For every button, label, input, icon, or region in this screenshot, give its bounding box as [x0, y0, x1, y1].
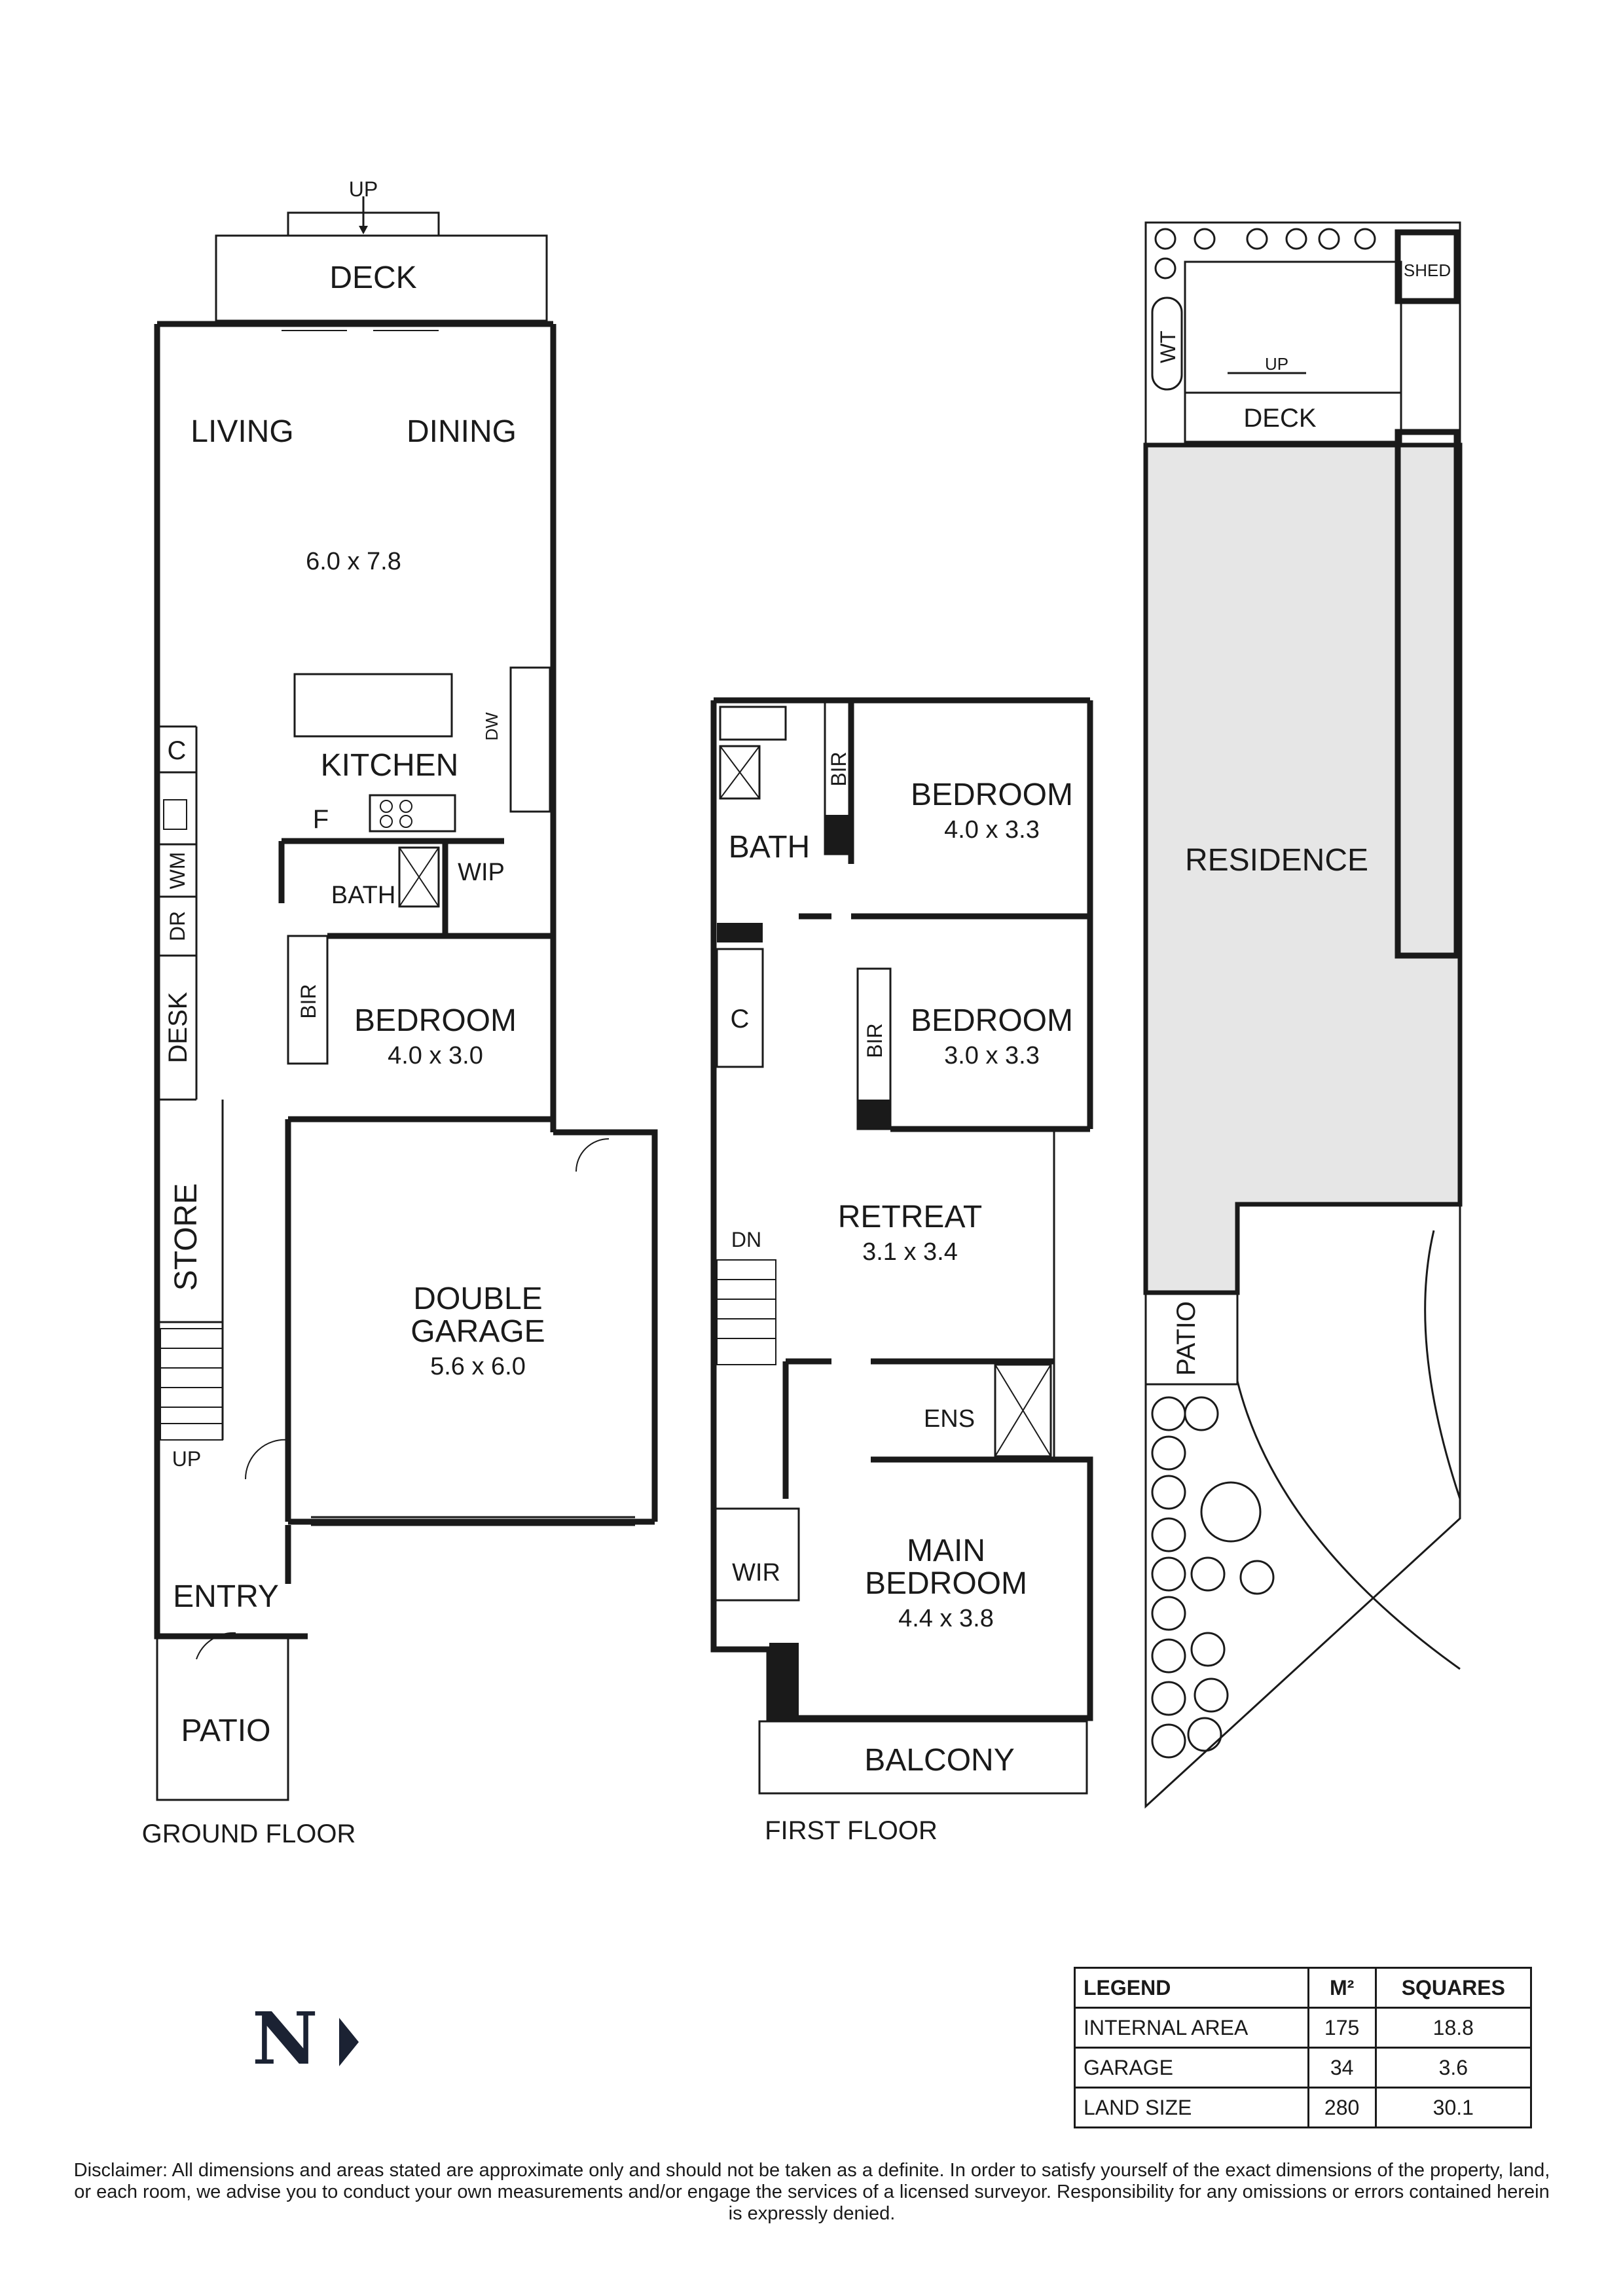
legend-row-squares: 3.6 — [1374, 2047, 1533, 2089]
stairs-first — [716, 1259, 776, 1365]
legend-header-m2: M² — [1307, 1967, 1377, 2009]
ground-bath-label: BATH — [331, 882, 396, 909]
first-floor — [710, 697, 1093, 1795]
first-bath-label: BATH — [729, 830, 810, 865]
first-dn-label: DN — [731, 1228, 761, 1251]
first-bedroom2-dimensions: 3.0 x 3.3 — [944, 1042, 1040, 1069]
ground-patio-label: PATIO — [181, 1713, 271, 1748]
desk-label: DESK — [164, 992, 192, 1063]
ground-up-deck-label: UP — [349, 177, 378, 201]
legend-row-label: LAND SIZE — [1074, 2087, 1309, 2128]
dining-label: DINING — [407, 414, 517, 449]
first-floor-title: FIRST FLOOR — [765, 1816, 938, 1845]
legend-header: LEGEND — [1074, 1967, 1309, 2009]
living-label: LIVING — [191, 414, 293, 449]
disclaimer-text: Disclaimer: All dimensions and areas sta… — [73, 2160, 1550, 2224]
wir-label: WIR — [732, 1559, 780, 1587]
first-bir1-label: BIR — [827, 751, 850, 786]
wip-label: WIP — [458, 859, 505, 886]
garage-label-line2: GARAGE — [410, 1314, 545, 1349]
legend-row: INTERNAL AREA 175 18.8 — [1074, 2007, 1533, 2049]
garage-label-line1: DOUBLE — [413, 1282, 542, 1316]
legend-row-m2: 34 — [1307, 2047, 1377, 2089]
main-bedroom-label-line1: MAIN — [907, 1534, 985, 1568]
ground-up-stairs-label: UP — [172, 1447, 201, 1471]
kitchen-label: KITCHEN — [321, 748, 459, 783]
shed-label: SHED — [1404, 260, 1451, 280]
cooktop — [369, 794, 456, 833]
legend-header-row: LEGEND M² SQUARES — [1074, 1967, 1533, 2009]
first-bedroom1-label: BEDROOM — [911, 778, 1073, 812]
washing-machine-label: WM — [166, 852, 189, 889]
first-bedroom1-dimensions: 4.0 x 3.3 — [944, 816, 1040, 844]
legend-row-squares: 18.8 — [1374, 2007, 1533, 2049]
ground-bedroom-label: BEDROOM — [354, 1003, 517, 1038]
legend-row: GARAGE 34 3.6 — [1074, 2047, 1533, 2089]
main-bedroom-label-line2: BEDROOM — [865, 1566, 1027, 1601]
water-tank-label: WT — [1156, 331, 1180, 363]
labels: UP DECK LIVING DINING 6.0 x 7.8 KITCHEN … — [142, 177, 1451, 1848]
dryer-label: DR — [166, 911, 189, 941]
legend-row-squares: 30.1 — [1374, 2087, 1533, 2128]
kitchen-island — [293, 673, 453, 738]
ensuite-label: ENS — [924, 1405, 975, 1433]
ground-deck-label: DECK — [329, 260, 416, 295]
garage-dimensions: 5.6 x 6.0 — [430, 1353, 526, 1380]
ground-bir-label: BIR — [297, 984, 320, 1018]
entry-label: ENTRY — [173, 1579, 279, 1614]
north-indicator: N — [252, 1996, 318, 2081]
residence-label: RESIDENCE — [1185, 843, 1368, 878]
ground-floor-title: GROUND FLOOR — [142, 1820, 356, 1848]
first-bedroom2-label: BEDROOM — [911, 1003, 1073, 1038]
ground-bedroom-dimensions: 4.0 x 3.0 — [388, 1042, 483, 1069]
retreat-label: RETREAT — [838, 1200, 982, 1234]
deck-ground — [215, 234, 548, 322]
site-up-label: UP — [1265, 354, 1288, 374]
retreat-dimensions: 3.1 x 3.4 — [862, 1238, 958, 1266]
legend-row-label: GARAGE — [1074, 2047, 1309, 2089]
legend-row-label: INTERNAL AREA — [1074, 2007, 1309, 2049]
ground-cupboard-label: C — [168, 736, 187, 765]
legend-row: LAND SIZE 280 30.1 — [1074, 2087, 1533, 2128]
store-label: STORE — [169, 1183, 204, 1291]
legend-header-squares: SQUARES — [1374, 1967, 1533, 2009]
fridge-label: F — [313, 805, 329, 834]
legend-row-m2: 280 — [1307, 2087, 1377, 2128]
first-bir2-label: BIR — [863, 1023, 886, 1058]
legend-row-m2: 175 — [1307, 2007, 1377, 2049]
dishwasher-label: DW — [482, 712, 501, 741]
living-dimensions: 6.0 x 7.8 — [306, 548, 401, 575]
site-patio-label: PATIO — [1172, 1301, 1201, 1376]
legend-table: LEGEND M² SQUARES INTERNAL AREA 175 18.8… — [1074, 1967, 1533, 2128]
first-cupboard-label: C — [731, 1005, 750, 1033]
ground-floor — [154, 196, 658, 1801]
site-deck-label: DECK — [1243, 404, 1316, 433]
north-arrow-icon — [339, 2018, 359, 2066]
main-bedroom-dimensions: 4.4 x 3.8 — [898, 1605, 994, 1632]
balcony-label: BALCONY — [864, 1743, 1014, 1778]
site-plan — [1143, 221, 1463, 1809]
stairs-ground — [160, 1328, 223, 1441]
